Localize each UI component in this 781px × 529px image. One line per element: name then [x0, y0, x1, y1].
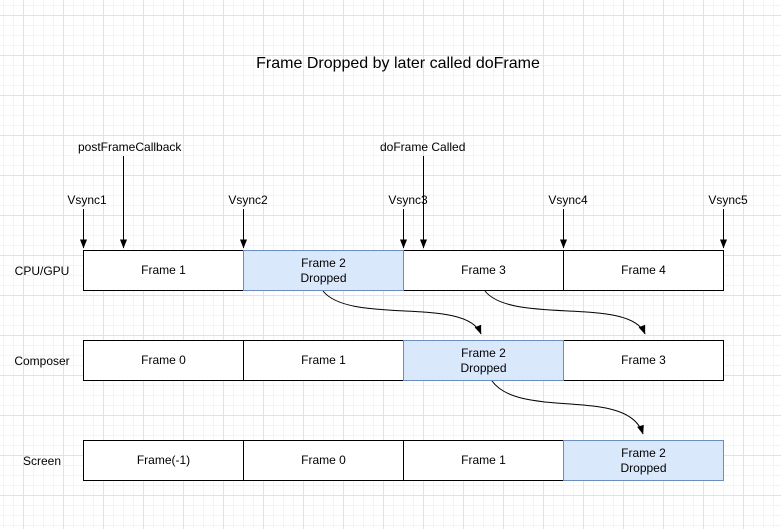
label-vsync1[interactable]: Vsync1: [67, 193, 107, 207]
screen-frame-2-dropped-box[interactable]: Frame 2 Dropped: [563, 440, 724, 481]
label-postframecallback[interactable]: postFrameCallback: [78, 140, 182, 154]
composer-to-screen-dropped-arrow: [491, 380, 644, 435]
row-label-screen[interactable]: Screen: [22, 453, 62, 468]
row-label-cpu-gpu[interactable]: CPU/GPU: [14, 263, 70, 278]
cpu-to-composer-frame3-arrow: [484, 290, 646, 335]
cpu-to-composer-dropped-arrow: [322, 290, 482, 335]
row-label-composer[interactable]: Composer: [14, 353, 70, 368]
composer-frame-0-box[interactable]: Frame 0: [83, 340, 244, 381]
composer-frame-2-dropped-box[interactable]: Frame 2 Dropped: [403, 340, 564, 381]
composer-frame-3-box[interactable]: Frame 3: [563, 340, 724, 381]
label-vsync5[interactable]: Vsync5: [708, 193, 748, 207]
screen-frame-minus1-box[interactable]: Frame(-1): [83, 440, 244, 481]
screen-frame-0-box[interactable]: Frame 0: [243, 440, 404, 481]
screen-frame-1-box[interactable]: Frame 1: [403, 440, 564, 481]
label-doframe-called[interactable]: doFrame Called: [380, 140, 466, 154]
cpu-frame-4-box[interactable]: Frame 4: [563, 250, 724, 291]
label-vsync2[interactable]: Vsync2: [228, 193, 268, 207]
label-vsync4[interactable]: Vsync4: [548, 193, 588, 207]
diagram-title[interactable]: Frame Dropped by later called doFrame: [256, 55, 540, 72]
label-vsync3[interactable]: Vsync3: [388, 193, 428, 207]
cpu-frame-2-dropped-box[interactable]: Frame 2 Dropped: [243, 250, 404, 291]
cpu-frame-3-box[interactable]: Frame 3: [403, 250, 564, 291]
cpu-frame-1-box[interactable]: Frame 1: [83, 250, 244, 291]
composer-frame-1-box[interactable]: Frame 1: [243, 340, 404, 381]
